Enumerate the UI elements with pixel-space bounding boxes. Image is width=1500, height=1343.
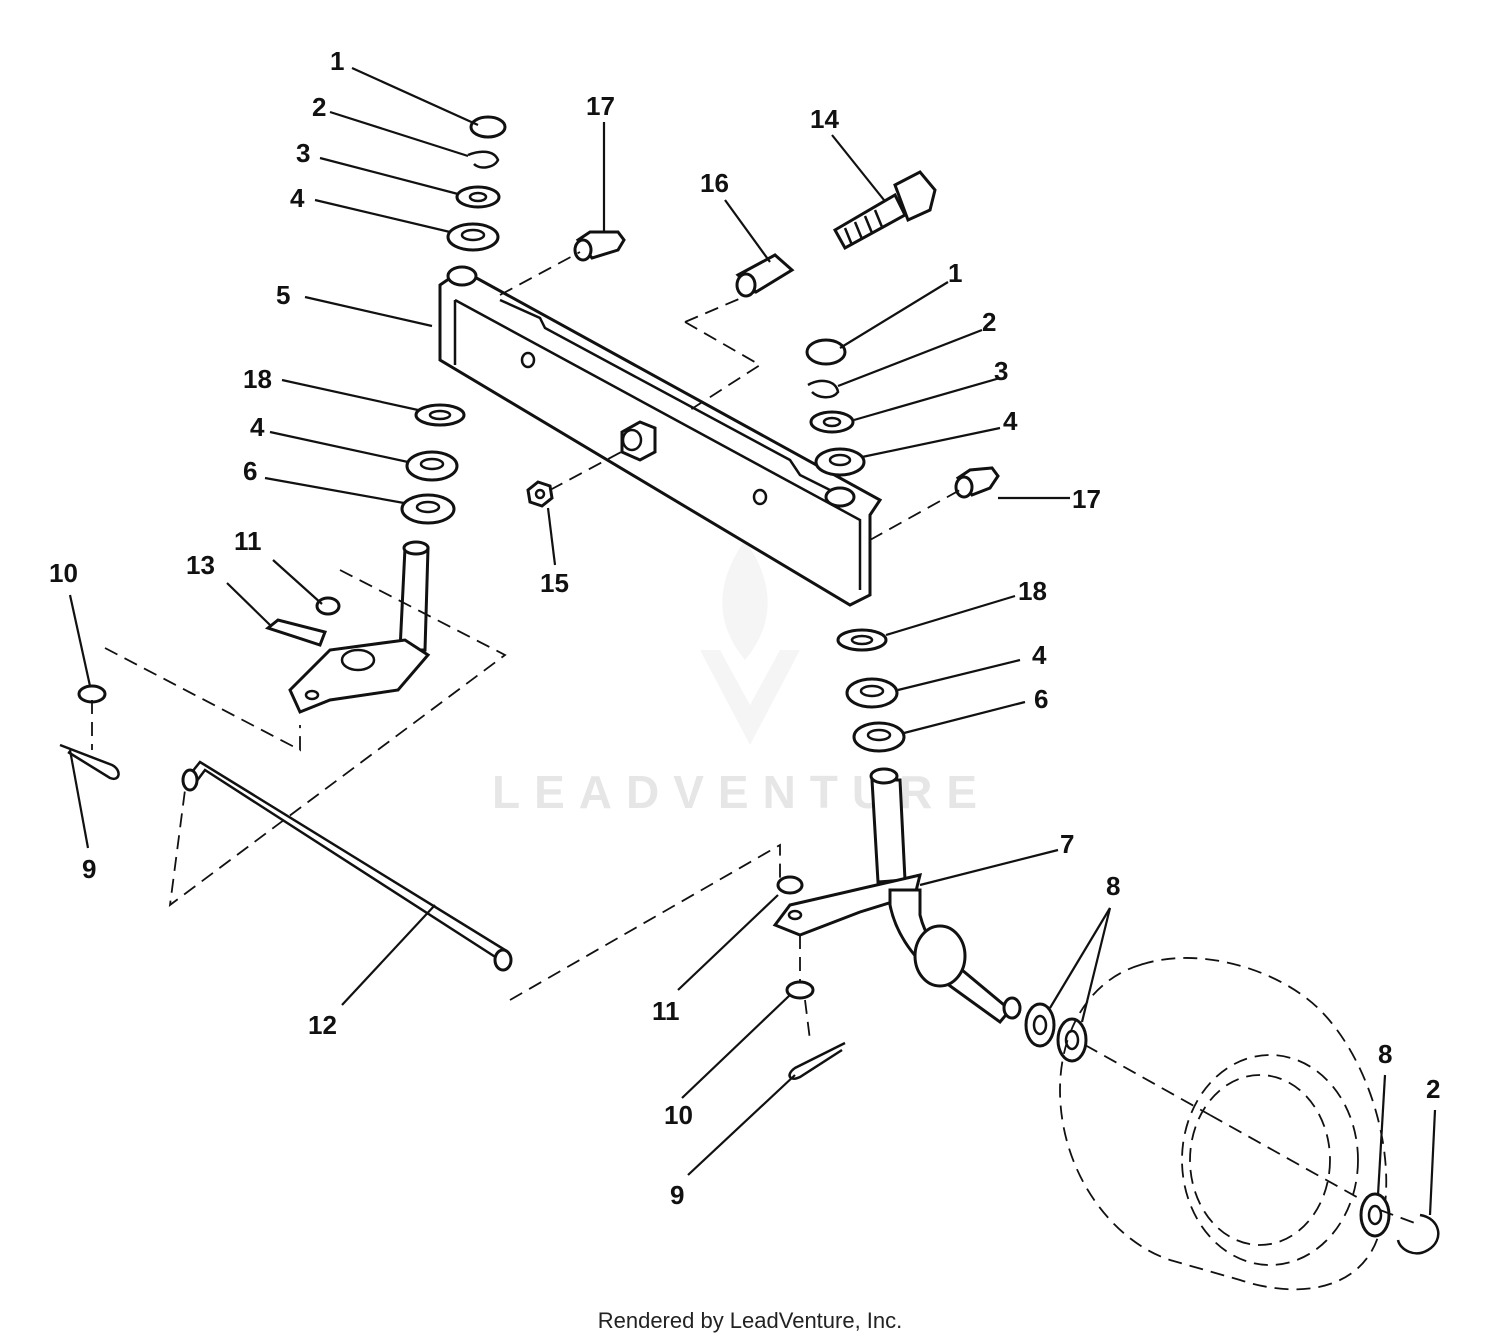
front-axle: [438, 265, 883, 607]
watermark-logo: [700, 540, 800, 745]
left-spindle-hardware-bottom: [400, 403, 466, 525]
callout-1b: 1: [948, 258, 962, 288]
right-spindle-hardware-top: [805, 338, 866, 477]
callout-15: 15: [540, 568, 569, 598]
wheel-outline: [1059, 957, 1388, 1291]
leader-lines: [68, 66, 1437, 1216]
callout-9a: 9: [82, 854, 96, 884]
grease-fitting-17a: [573, 230, 626, 262]
callout-4b: 4: [250, 412, 265, 442]
callout-10b: 10: [664, 1100, 693, 1130]
callout-18b: 18: [1018, 576, 1047, 606]
washer-10a: [77, 684, 107, 704]
callout-2b: 2: [982, 307, 996, 337]
callout-6a: 6: [243, 456, 257, 486]
callout-3b: 3: [994, 356, 1008, 386]
right-spindle: [772, 767, 1022, 1025]
callout-17b: 17: [1072, 484, 1101, 514]
callout-9b: 9: [670, 1180, 684, 1210]
callout-7: 7: [1060, 829, 1074, 859]
right-spindle-hardware-bottom: [836, 628, 906, 753]
callout-11b: 11: [652, 996, 680, 1026]
callout-3a: 3: [296, 138, 310, 168]
callout-2a: 2: [312, 92, 326, 122]
spacer-16: [735, 253, 795, 298]
tie-rod: [181, 760, 513, 972]
grease-fitting-17b: [954, 466, 1000, 499]
washer-8c: [1359, 1192, 1391, 1238]
nut-15: [526, 480, 554, 508]
callout-4c: 4: [1003, 406, 1018, 436]
callout-13: 13: [186, 550, 215, 580]
washer-10b: [785, 980, 815, 1000]
washer-8b: [1056, 1017, 1088, 1063]
callout-6b: 6: [1034, 684, 1048, 714]
left-spindle: [264, 540, 431, 714]
callout-12: 12: [308, 1010, 337, 1040]
footer-credit: Rendered by LeadVenture, Inc.: [597, 1308, 903, 1333]
callout-labels: 1 2 3 4 5 18 4 6 17 16 14 1 2 3 4 17 15 …: [49, 46, 1440, 1210]
left-spindle-hardware-top: [446, 115, 507, 252]
cotter-pin-9a: [59, 743, 120, 781]
callout-8a: 8: [1106, 871, 1120, 901]
callout-2c: 2: [1426, 1074, 1440, 1104]
callout-16: 16: [700, 168, 729, 198]
watermark-text: LEADVENTURE: [492, 766, 991, 818]
callout-17a: 17: [586, 91, 615, 121]
assembly-lines: [91, 251, 1421, 1226]
callout-4d: 4: [1032, 640, 1047, 670]
clip-2c: [1396, 1213, 1440, 1255]
callout-10a: 10: [49, 558, 78, 588]
cotter-pin-9b: [788, 1041, 846, 1080]
callout-4a: 4: [290, 183, 305, 213]
callout-5: 5: [276, 280, 290, 310]
callout-1a: 1: [330, 46, 344, 76]
callout-8b: 8: [1378, 1039, 1392, 1069]
bolt-14: [832, 170, 937, 251]
callout-11a: 11: [234, 526, 262, 556]
callout-18a: 18: [243, 364, 272, 394]
washer-8a: [1024, 1002, 1056, 1048]
callout-14: 14: [810, 104, 839, 134]
